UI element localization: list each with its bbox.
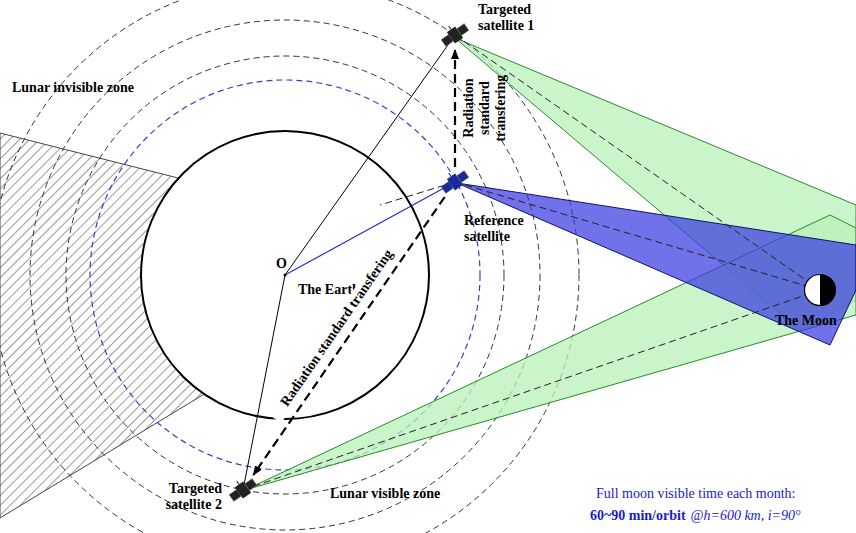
earth-circle [140, 130, 430, 420]
text-slot: Lunar visible zone [330, 486, 480, 502]
view-beam [457, 183, 856, 345]
orbit [0, 0, 579, 533]
orbit [30, 20, 540, 530]
text-slot: @h=600 km, i=90° [691, 508, 831, 524]
text-slot: Radiation standard transfering [461, 50, 509, 168]
moon-disc [805, 275, 836, 306]
antenna [449, 173, 451, 176]
note-label: Full moon visible time each month: [596, 486, 846, 502]
earth-circle: OThe Earth [140, 130, 430, 420]
text-slot: 60~90 min/orbit [590, 508, 705, 524]
satellite-icon [440, 20, 470, 50]
radius-line [243, 275, 285, 490]
sight-line [380, 182, 455, 205]
text-slot: The Moon [775, 313, 845, 329]
text-slot: Targeted satellite 1 [478, 2, 558, 34]
moon-shadow [820, 275, 835, 306]
note-label: Lunar visible zone [330, 486, 480, 502]
earth-outline [141, 131, 429, 419]
node-label: The Moon [775, 313, 845, 329]
satellite-icon: Reference satellite [440, 167, 470, 197]
satellite-icon: Targeted satellite 1 [440, 20, 470, 50]
earth-fill [140, 130, 430, 420]
satellite-body [440, 20, 470, 49]
transfer-arrow [454, 50, 456, 167]
node-label: Targeted satellite 1 [478, 2, 558, 34]
note-label: @h=600 km, i=90° [691, 508, 831, 524]
note-label: 60~90 min/orbit [590, 508, 705, 524]
satellite-icon: Targeted satellite 2 [228, 475, 258, 505]
note-label: Lunar invisible zone [12, 80, 182, 96]
satellite-body [228, 475, 258, 504]
sight-line [455, 182, 820, 290]
sight-line [243, 290, 820, 490]
satellite-body [440, 167, 470, 196]
solar-panel [457, 24, 469, 36]
radius-line [285, 35, 455, 275]
text-slot: Reference satellite [464, 213, 544, 245]
solar-panel [457, 171, 469, 183]
satellite-icon [228, 475, 258, 505]
text-slot: Targeted satellite 2 [132, 481, 222, 513]
text-slot: Lunar invisible zone [12, 80, 182, 96]
moon-circle: The Moon [803, 273, 837, 307]
antenna [449, 26, 451, 29]
sight-line [455, 35, 820, 290]
moon-circle [803, 273, 837, 307]
solar-panel [245, 479, 257, 491]
edge-label: Radiation standard transfering [461, 50, 509, 168]
center-dot [284, 274, 287, 277]
earth-label: O [276, 256, 296, 272]
text-slot: O [276, 256, 296, 272]
text-slot: Radiation standard transfering [268, 233, 406, 423]
radius-line [285, 182, 455, 275]
node-label: Reference satellite [464, 213, 544, 245]
node-label: Targeted satellite 2 [132, 481, 222, 513]
edge-label: Radiation standard transfering [268, 233, 406, 423]
antenna [237, 481, 239, 484]
text-slot: Full moon visible time each month: [596, 486, 846, 502]
satellite-icon [440, 167, 470, 197]
